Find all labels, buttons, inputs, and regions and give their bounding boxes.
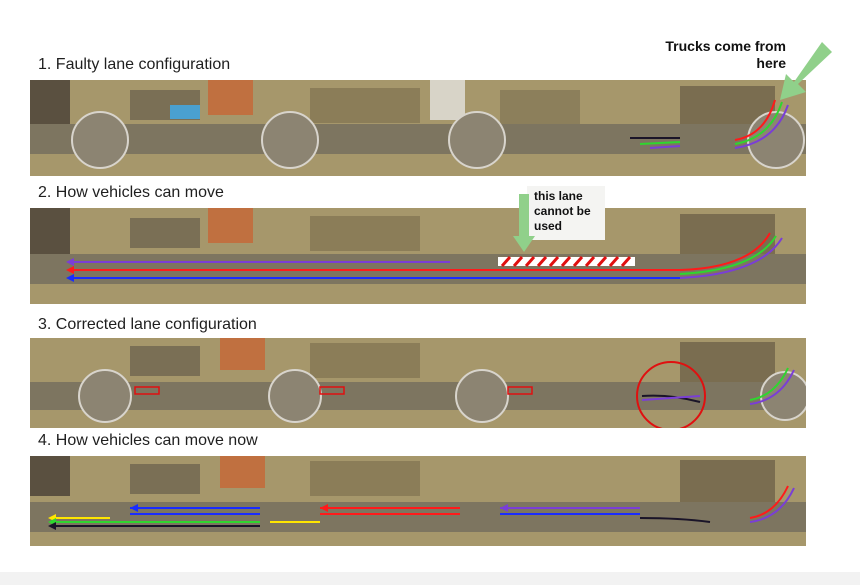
- footer-band: [0, 572, 860, 585]
- panel3-map: [30, 338, 806, 428]
- trucks-annotation: Trucks come from here: [665, 38, 786, 71]
- panel2-map: [30, 208, 806, 304]
- lane-annotation: this lane cannot be used: [527, 186, 605, 240]
- down-arrow-icon: [513, 194, 535, 252]
- panel1-map: [30, 80, 806, 176]
- panel4-map: [30, 456, 806, 546]
- panel1-title: 1. Faulty lane configuration: [38, 56, 231, 73]
- panel3-title: 3. Corrected lane configuration: [38, 316, 257, 333]
- panel4-title: 4. How vehicles can move now: [38, 432, 258, 449]
- truck-arrow-icon: [780, 42, 832, 100]
- panel2-title: 2. How vehicles can move: [38, 184, 224, 201]
